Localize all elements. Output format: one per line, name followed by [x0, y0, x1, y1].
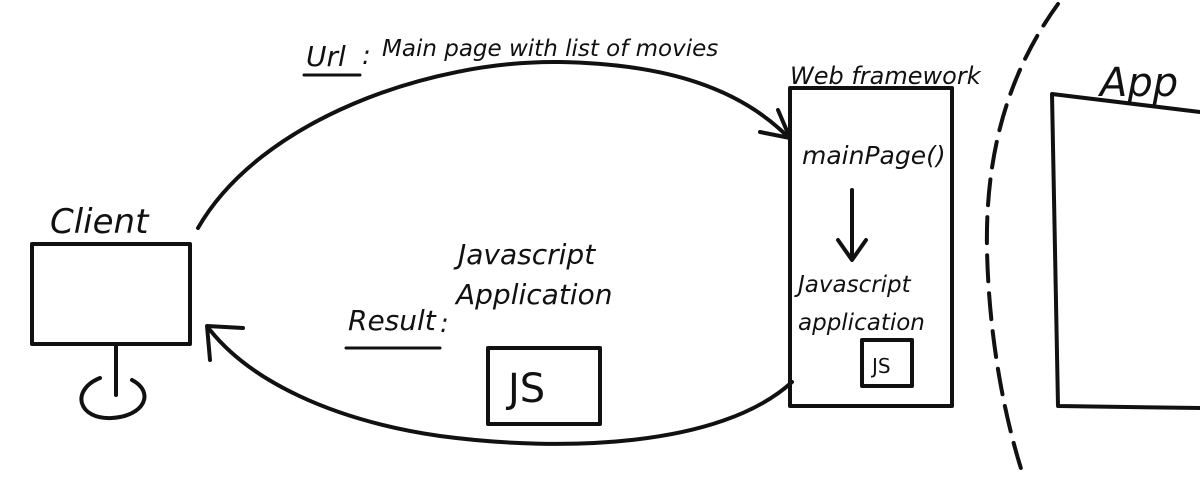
result-label: Result : Javascript Application JS — [344, 238, 612, 426]
system-boundary-dashed — [984, 2, 1060, 480]
request-label: Url : Main page with list of movies — [302, 36, 718, 77]
app-label: App — [1097, 60, 1178, 106]
client-label: Client — [50, 202, 150, 242]
framework-box — [788, 86, 954, 408]
request-text: Main page with list of movies — [382, 36, 718, 62]
result-line2: Application — [454, 278, 612, 311]
framework-js-label: JS — [870, 354, 891, 378]
response-arrow — [205, 324, 794, 446]
app: App — [1050, 60, 1200, 410]
framework-method: mainPage() — [802, 141, 946, 170]
framework-output-line2: application — [798, 310, 925, 336]
result-js-label: JS — [505, 366, 545, 412]
request-prefix: Url — [306, 40, 346, 73]
request-arrow — [196, 59, 792, 230]
request-colon: : — [362, 41, 371, 71]
framework-js-box — [860, 338, 914, 388]
client-monitor: Client — [30, 202, 192, 421]
framework-flow-arrowhead — [836, 238, 868, 262]
client-base — [79, 376, 147, 421]
result-line1: Javascript — [453, 238, 596, 271]
app-box — [1050, 92, 1200, 410]
request-arc — [196, 59, 788, 230]
result-prefix: Result — [348, 304, 437, 337]
framework-output-line1: Javascript — [794, 272, 912, 298]
client-screen — [30, 242, 192, 346]
result-js-box — [486, 346, 602, 426]
result-colon: : — [440, 309, 449, 339]
response-arrowhead — [205, 324, 245, 362]
web-framework: Web framework mainPage() Javascript appl… — [788, 62, 982, 408]
response-arc — [208, 328, 794, 446]
framework-title: Web framework — [790, 62, 982, 90]
